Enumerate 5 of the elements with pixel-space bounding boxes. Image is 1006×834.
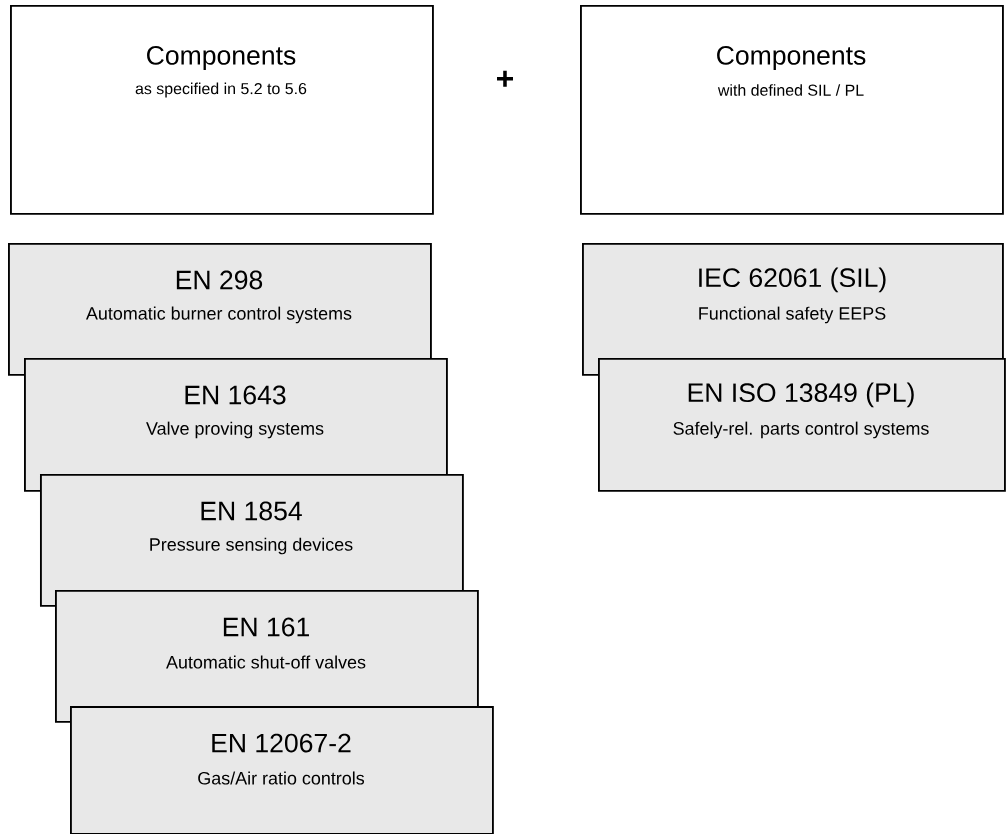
header-box: Components with defined SIL / PL [580,5,1004,215]
header-box: Components as specified in 5.2 to 5.6 [10,5,434,215]
standard-box: EN 12067-2 Gas/Air ratio controls [70,706,494,834]
plus-sign: + [497,70,513,87]
standard-box: EN ISO 13849 (PL) Safely-rel. parts control systems [598,358,1006,492]
